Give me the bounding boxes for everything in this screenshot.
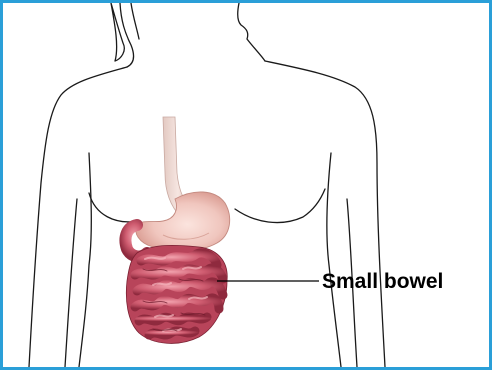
left-breast-line bbox=[89, 193, 139, 222]
left-arm-inner bbox=[65, 199, 77, 367]
neck-left-outline bbox=[120, 3, 134, 67]
small-bowel-label: Small bowel bbox=[322, 270, 443, 293]
right-shoulder-outline bbox=[265, 61, 385, 367]
stomach bbox=[136, 192, 230, 251]
small-bowel bbox=[126, 245, 227, 343]
hair-strand bbox=[131, 3, 139, 39]
left-shoulder-outline bbox=[29, 67, 127, 367]
anatomy-diagram: Small bowel bbox=[3, 3, 489, 367]
right-breast-line bbox=[235, 189, 325, 223]
neck-right-outline bbox=[238, 3, 265, 61]
hair-outline bbox=[111, 3, 124, 61]
left-torso-side bbox=[79, 153, 91, 367]
right-torso-side bbox=[327, 153, 341, 367]
